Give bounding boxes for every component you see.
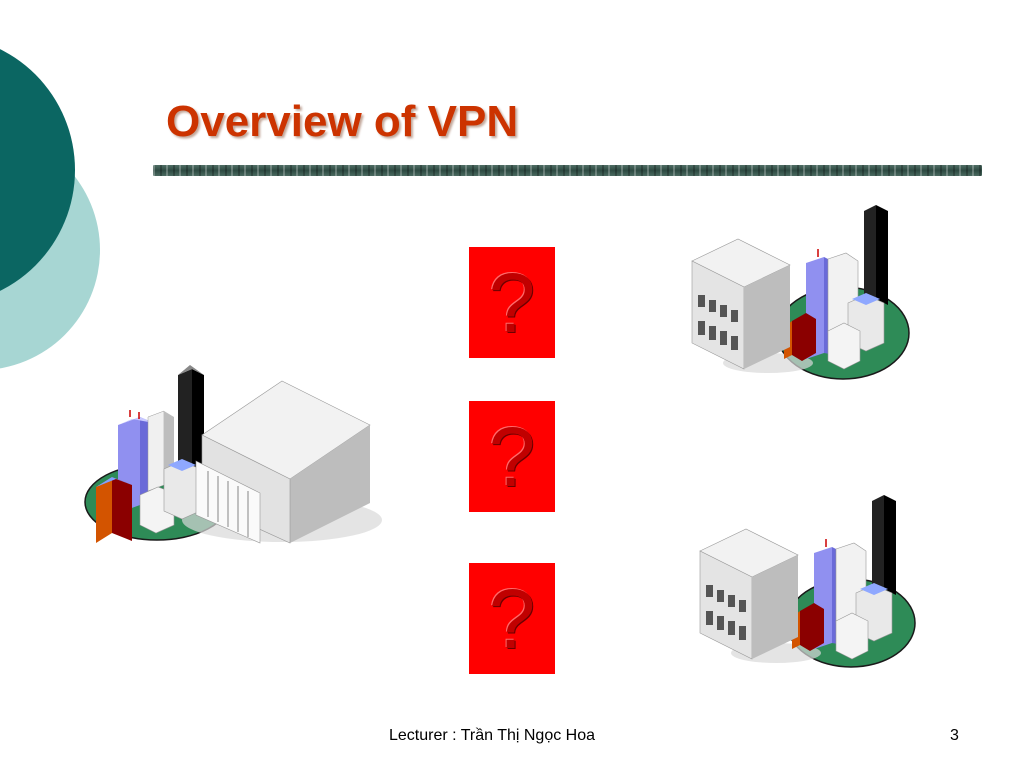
page-number: 3 bbox=[950, 727, 959, 744]
slide-title: Overview of VPN bbox=[166, 97, 519, 146]
question-mark-icon: ? bbox=[488, 571, 536, 666]
question-mark-icon: ? bbox=[488, 255, 536, 350]
branch-office-campus-icon bbox=[699, 495, 916, 668]
footer-lecturer: Lecturer : Trần Thị Ngọc Hoa bbox=[389, 727, 596, 744]
headquarters-campus-icon bbox=[84, 365, 382, 544]
question-mark-icon: ? bbox=[488, 409, 536, 504]
title-underline bbox=[153, 165, 982, 176]
question-box-2: ? bbox=[469, 401, 555, 512]
decorative-circles bbox=[0, 49, 100, 369]
branch-office-campus-icon bbox=[691, 205, 910, 380]
question-box-1: ? bbox=[469, 247, 555, 358]
question-box-3: ? bbox=[469, 563, 555, 674]
